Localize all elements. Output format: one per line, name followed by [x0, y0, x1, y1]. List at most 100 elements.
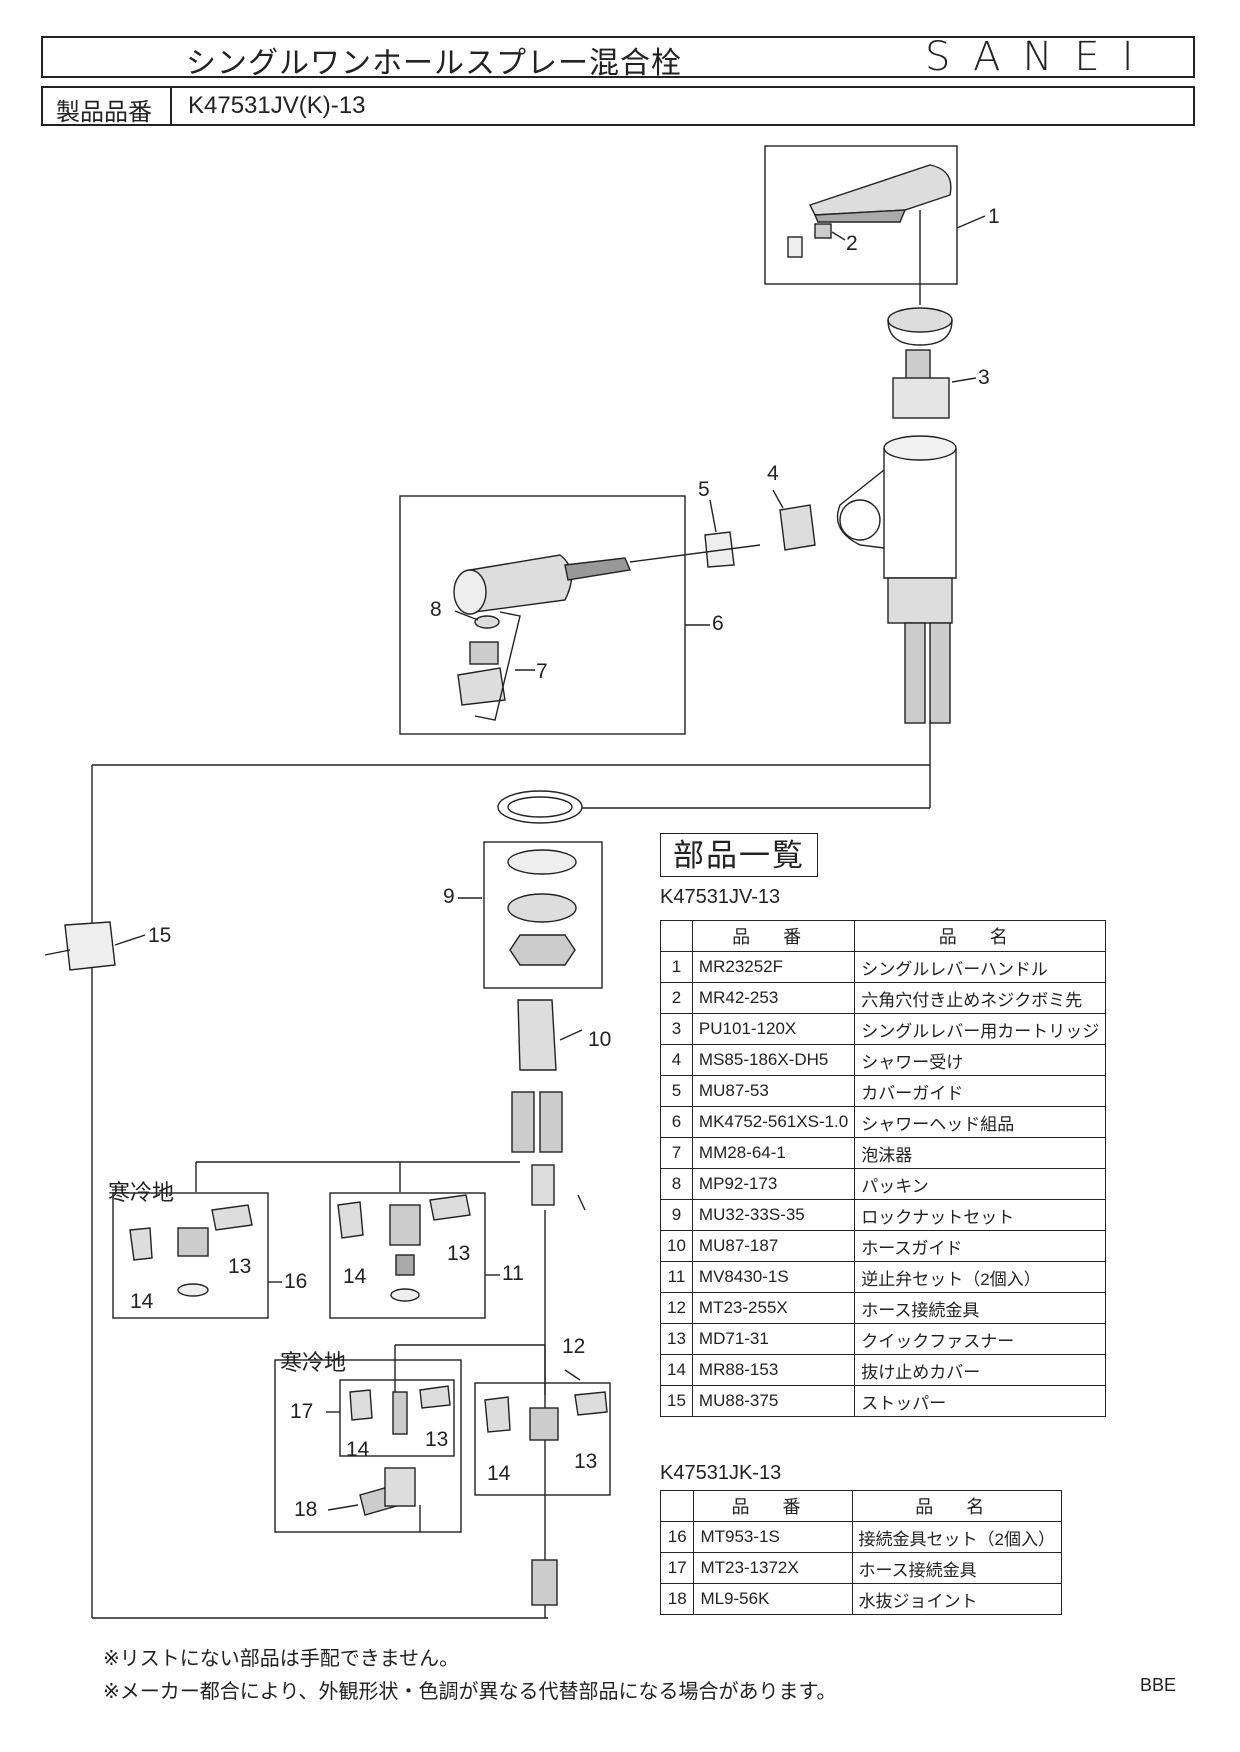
footer-code: BBE — [1140, 1675, 1177, 1695]
part-name: 抜け止めカバー — [854, 1354, 1107, 1386]
part-code: MU88-375 — [691, 1385, 856, 1417]
product-label-divider — [170, 86, 172, 126]
row-number: 6 — [660, 1106, 693, 1138]
part-code: MR42-253 — [691, 982, 856, 1014]
table2-model: K47531JK-13 — [660, 1462, 782, 1484]
table-header-no — [660, 920, 693, 952]
callout-5: 5 — [698, 478, 710, 501]
row-number: 10 — [660, 1230, 693, 1262]
callout-3: 3 — [978, 366, 990, 389]
table-header-name: 品 名 — [854, 920, 1107, 952]
row-number: 18 — [659, 1583, 695, 1615]
product-label: 製品品番 — [56, 98, 152, 126]
part-code: MR88-153 — [691, 1354, 856, 1386]
callout-15: 15 — [148, 924, 172, 947]
table-header-row: 品 番 品 名 — [660, 920, 1107, 952]
row-number: 2 — [660, 982, 693, 1014]
callout-12: 12 — [562, 1335, 586, 1358]
callout-4: 4 — [767, 462, 779, 485]
callout-13d: 13 — [574, 1450, 598, 1473]
part-code: MD71-31 — [691, 1323, 856, 1355]
row-number: 4 — [660, 1044, 693, 1076]
hose-fitting-box-17 — [339, 1379, 455, 1457]
part-code: MK4752-561XS-1.0 — [691, 1106, 856, 1138]
row-number: 8 — [660, 1168, 693, 1200]
part-code: MS85-186X-DH5 — [691, 1044, 856, 1076]
callout-6: 6 — [712, 612, 724, 635]
part-name: パッキン — [854, 1168, 1107, 1200]
part-name: 逆止弁セット（2個入） — [854, 1261, 1107, 1293]
table-header-no — [659, 1490, 695, 1522]
row-number: 12 — [660, 1292, 693, 1324]
cold-region-label-1: 寒冷地 — [108, 1181, 175, 1206]
shower-head-detail-box — [399, 495, 686, 735]
part-name: カバーガイド — [854, 1075, 1107, 1107]
parts-list-title: 部品一覧 — [660, 833, 818, 877]
callout-14d: 14 — [487, 1462, 511, 1485]
callout-14c: 14 — [346, 1438, 370, 1461]
part-name: クイックファスナー — [854, 1323, 1107, 1355]
callout-13c: 13 — [425, 1428, 449, 1451]
product-number-bar — [41, 86, 1195, 126]
brand-logo: SANEI — [925, 34, 1156, 80]
part-name: 接続金具セット（2個入） — [851, 1521, 1063, 1553]
part-code: MU87-53 — [691, 1075, 856, 1107]
part-name: シャワーヘッド組品 — [854, 1106, 1107, 1138]
row-number: 1 — [660, 951, 693, 983]
part-code: MT953-1S — [693, 1521, 853, 1553]
callout-9: 9 — [443, 885, 455, 908]
connector-set-box-16 — [112, 1192, 269, 1319]
row-number: 13 — [660, 1323, 693, 1355]
locknut-set-box — [483, 841, 603, 989]
callout-8: 8 — [430, 598, 442, 621]
row-number: 7 — [660, 1137, 693, 1169]
table-header-code: 品 番 — [691, 920, 856, 952]
part-code: MV8430-1S — [691, 1261, 856, 1293]
table1-model: K47531JV-13 — [660, 886, 781, 908]
part-name: ホースガイド — [854, 1230, 1107, 1262]
callout-13b: 13 — [447, 1242, 471, 1265]
part-name: 水抜ジョイント — [851, 1583, 1063, 1615]
part-name: ホース接続金具 — [851, 1552, 1063, 1584]
part-code: MR23252F — [691, 951, 856, 983]
part-code: MP92-173 — [691, 1168, 856, 1200]
part-code: MU87-187 — [691, 1230, 856, 1262]
part-name: ホース接続金具 — [854, 1292, 1107, 1324]
part-code: MT23-255X — [691, 1292, 856, 1324]
cold-region-connector-box — [274, 1359, 462, 1533]
callout-11: 11 — [502, 1262, 524, 1285]
part-code: ML9-56K — [693, 1583, 853, 1615]
row-number: 3 — [660, 1013, 693, 1045]
callout-10: 10 — [588, 1028, 612, 1051]
note-2: ※メーカー都合により、外観形状・色調が異なる代替部品になる場合があります。 — [103, 1679, 837, 1703]
handle-detail-box — [764, 145, 958, 285]
callout-2: 2 — [846, 232, 858, 255]
part-name: ストッパー — [854, 1385, 1107, 1417]
callout-14b: 14 — [343, 1265, 367, 1288]
callout-16: 16 — [284, 1270, 308, 1293]
page-title: シングルワンホールスプレー混合栓 — [186, 46, 682, 81]
row-number: 5 — [660, 1075, 693, 1107]
part-code: MU32-33S-35 — [691, 1199, 856, 1231]
table-header-row: 品 番 品 名 — [659, 1490, 1063, 1522]
callout-7: 7 — [536, 660, 548, 683]
part-code: MT23-1372X — [693, 1552, 853, 1584]
part-name: シングルレバーハンドル — [854, 951, 1107, 983]
callout-18: 18 — [294, 1498, 318, 1521]
